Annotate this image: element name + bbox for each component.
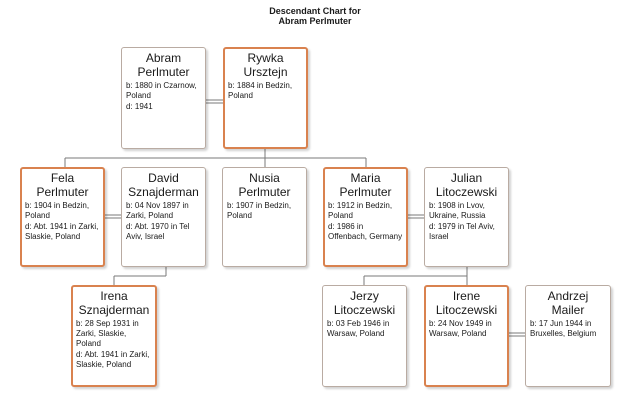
person-name: Nusia Perlmuter bbox=[227, 171, 302, 199]
person-card-fela-perlmuter[interactable]: Fela Perlmuter b: 1904 in Bedzin, Poland… bbox=[20, 167, 105, 267]
person-name: Jerzy Litoczewski bbox=[327, 289, 402, 317]
person-card-abram-perlmuter[interactable]: Abram Perlmuter b: 1880 in Czarnow, Pola… bbox=[121, 47, 206, 149]
person-name: Andrzej Mailer bbox=[530, 289, 606, 317]
death-info: d: 1979 in Tel Aviv, Israel bbox=[429, 222, 495, 241]
person-first-name: David bbox=[148, 171, 179, 185]
person-card-jerzy-litoczewski[interactable]: Jerzy Litoczewski b: 03 Feb 1946 in Wars… bbox=[322, 285, 407, 387]
person-first-name: Maria bbox=[350, 171, 381, 185]
person-card-irene-litoczewski[interactable]: Irene Litoczewski b: 24 Nov 1949 in Wars… bbox=[424, 285, 509, 387]
person-first-name: Irene bbox=[452, 289, 481, 303]
death-info: d: 1986 in Offenbach, Germany bbox=[328, 222, 403, 241]
death-info: d: Abt. 1941 in Zarki, Slaskie, Poland bbox=[25, 222, 99, 241]
person-surname: Perlmuter bbox=[339, 185, 392, 199]
person-surname: Mailer bbox=[551, 303, 585, 317]
person-surname: Ursztejn bbox=[243, 65, 288, 79]
person-first-name: Irena bbox=[100, 289, 128, 303]
death-info: d: Abt. 1941 in Zarki, Slaskie, Poland bbox=[76, 350, 150, 369]
person-first-name: Abram bbox=[145, 51, 182, 65]
birth-info: b: 1880 in Czarnow, Poland bbox=[126, 81, 197, 100]
birth-info: b: 28 Sep 1931 in Zarki, Slaskie, Poland bbox=[76, 319, 139, 348]
death-info: d: Abt. 1970 in Tel Aviv, Israel bbox=[126, 222, 190, 241]
person-surname: Perlmuter bbox=[36, 185, 89, 199]
person-surname: Perlmuter bbox=[238, 185, 291, 199]
person-card-andrzej-mailer[interactable]: Andrzej Mailer b: 17 Jun 1944 in Bruxell… bbox=[525, 285, 611, 387]
person-card-maria-perlmuter[interactable]: Maria Perlmuter b: 1912 in Bedzin, Polan… bbox=[323, 167, 408, 267]
chart-title: Descendant Chart for Abram Perlmuter bbox=[0, 6, 630, 26]
person-surname: Litoczewski bbox=[333, 303, 396, 317]
person-name: Abram Perlmuter bbox=[126, 51, 201, 79]
person-name: David Sznajderman bbox=[126, 171, 201, 199]
person-first-name: Andrzej bbox=[547, 289, 589, 303]
person-surname: Sznajderman bbox=[128, 185, 199, 199]
person-surname: Litoczewski bbox=[435, 185, 498, 199]
birth-info: b: 24 Nov 1949 in Warsaw, Poland bbox=[429, 319, 492, 338]
birth-info: b: 1912 in Bedzin, Poland bbox=[328, 201, 393, 220]
birth-info: b: 1884 in Bedzin, Poland bbox=[228, 81, 293, 100]
person-name: Irena Sznajderman bbox=[76, 289, 152, 317]
person-card-david-sznajderman[interactable]: David Sznajderman b: 04 Nov 1897 in Zark… bbox=[121, 167, 206, 267]
person-first-name: Fela bbox=[50, 171, 75, 185]
person-name: Maria Perlmuter bbox=[328, 171, 403, 199]
birth-info: b: 03 Feb 1946 in Warsaw, Poland bbox=[327, 319, 390, 338]
person-card-irena-sznajderman[interactable]: Irena Sznajderman b: 28 Sep 1931 in Zark… bbox=[71, 285, 157, 387]
death-info: d: 1941 bbox=[126, 102, 153, 111]
birth-info: b: 1904 in Bedzin, Poland bbox=[25, 201, 90, 220]
person-surname: Perlmuter bbox=[137, 65, 190, 79]
birth-info: b: 1907 in Bedzin, Poland bbox=[227, 201, 292, 220]
person-first-name: Julian bbox=[450, 171, 483, 185]
person-surname: Litoczewski bbox=[435, 303, 498, 317]
person-card-julian-litoczewski[interactable]: Julian Litoczewski b: 1908 in Lvov, Ukra… bbox=[424, 167, 509, 267]
person-first-name: Nusia bbox=[249, 171, 280, 185]
birth-info: b: 1908 in Lvov, Ukraine, Russia bbox=[429, 201, 486, 220]
person-first-name: Jerzy bbox=[350, 289, 379, 303]
person-name: Fela Perlmuter bbox=[25, 171, 100, 199]
person-card-rywka-ursztejn[interactable]: Rywka Ursztejn b: 1884 in Bedzin, Poland bbox=[223, 47, 308, 149]
chart-title-line-2: Abram Perlmuter bbox=[278, 16, 352, 26]
person-name: Rywka Ursztejn bbox=[228, 51, 303, 79]
person-name: Irene Litoczewski bbox=[429, 289, 504, 317]
person-first-name: Rywka bbox=[247, 51, 284, 65]
person-name: Julian Litoczewski bbox=[429, 171, 504, 199]
birth-info: b: 17 Jun 1944 in Bruxelles, Belgium bbox=[530, 319, 597, 338]
person-card-nusia-perlmuter[interactable]: Nusia Perlmuter b: 1907 in Bedzin, Polan… bbox=[222, 167, 307, 267]
birth-info: b: 04 Nov 1897 in Zarki, Poland bbox=[126, 201, 189, 220]
person-surname: Sznajderman bbox=[78, 303, 150, 317]
chart-title-line-1: Descendant Chart for bbox=[269, 6, 361, 16]
